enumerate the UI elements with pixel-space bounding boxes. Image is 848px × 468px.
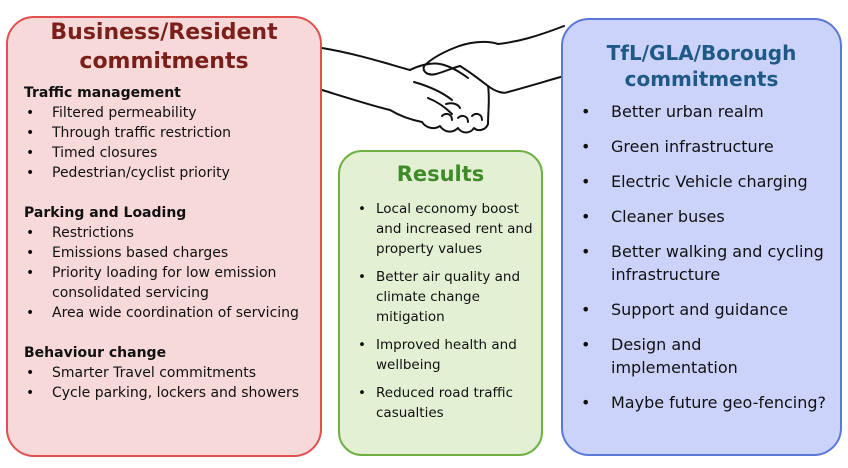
list-item: Support and guidance [579,298,830,321]
behaviour-list: Smarter Travel commitments Cycle parking… [24,363,314,403]
list-item: Design and implementation [579,333,830,379]
left-title-line1: Business/Resident [50,20,278,45]
list-item: Electric Vehicle charging [579,170,830,193]
list-item: Cleaner buses [579,205,830,228]
list-item: Filtered permeability [24,103,314,123]
behaviour-change-section: Behaviour change Smarter Travel commitme… [24,343,314,403]
list-item: Cycle parking, lockers and showers [24,383,314,403]
list-item: Smarter Travel commitments [24,363,314,383]
list-item: Better walking and cycling infrastructur… [579,240,830,286]
parking-loading-section: Parking and Loading Restrictions Emissio… [24,203,314,323]
tfl-commitments-list: Better urban realm Green infrastructure … [579,100,830,414]
results-title: Results [396,162,485,186]
traffic-management-section: Traffic management Filtered permeability… [24,83,314,183]
list-item: Pedestrian/cyclist priority [24,163,314,183]
list-item: Reduced road traffic casualties [358,383,533,423]
list-item: Restrictions [24,223,314,243]
list-item: Improved health and wellbeing [358,335,533,375]
list-item: Better urban realm [579,100,830,123]
list-item: Priority loading for low emission consol… [24,263,314,303]
list-item: Local economy boost and increased rent a… [358,199,533,259]
results-panel: Results Local economy boost and increase… [338,150,543,456]
tfl-gla-borough-title: TfL/GLA/Borough commitments [563,40,840,92]
traffic-list: Filtered permeability Through traffic re… [24,103,314,183]
list-item: Area wide coordination of servicing [24,303,314,323]
list-item: Green infrastructure [579,135,830,158]
section-heading: Parking and Loading [24,205,187,221]
list-item: Better air quality and climate change mi… [358,267,533,327]
list-item: Timed closures [24,143,314,163]
right-title-line2: commitments [624,67,779,91]
parking-list: Restrictions Emissions based charges Pri… [24,223,314,323]
results-list: Local economy boost and increased rent a… [358,199,533,423]
right-title-line1: TfL/GLA/Borough [606,41,797,65]
section-heading: Behaviour change [24,345,167,361]
list-item: Emissions based charges [24,243,314,263]
list-item: Through traffic restriction [24,123,314,143]
business-resident-panel: Business/Resident commitments Traffic ma… [6,16,322,457]
handshake-icon [321,25,565,134]
left-title-line2: commitments [79,49,249,74]
business-resident-title: Business/Resident commitments [8,18,320,76]
list-item: Maybe future geo-fencing? [579,391,830,414]
tfl-gla-borough-panel: TfL/GLA/Borough commitments Better urban… [561,18,842,456]
section-heading: Traffic management [24,85,181,101]
